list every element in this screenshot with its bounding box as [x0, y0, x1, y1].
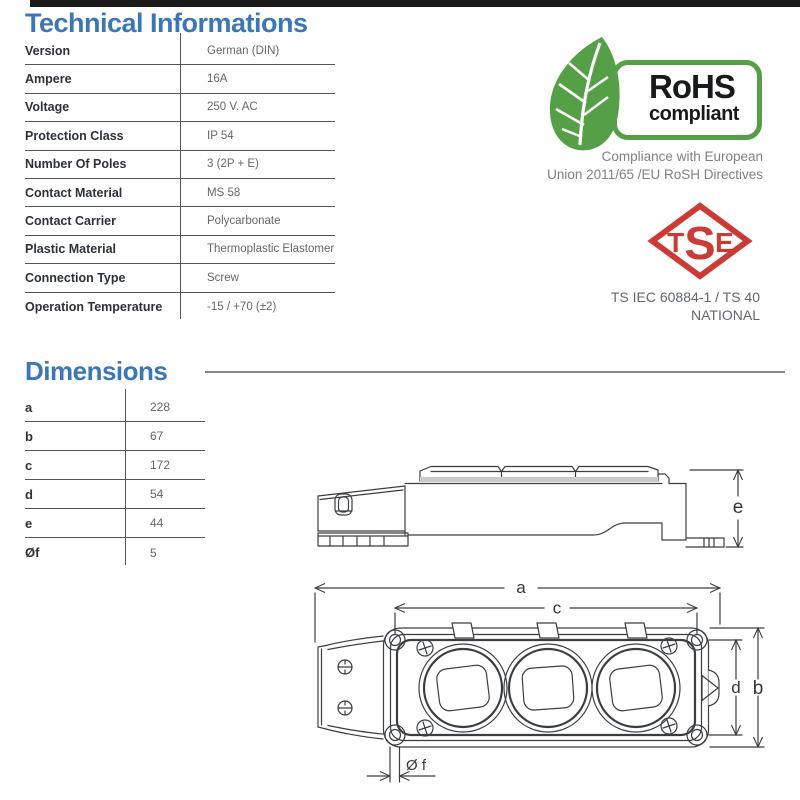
table-row: Version German (DIN) — [25, 37, 335, 66]
table-row: Contact Carrier Polycarbonate — [25, 207, 335, 236]
spec-label: Voltage — [25, 100, 70, 115]
spec-value: 250 V. AC — [207, 101, 258, 114]
table-row: Number Of Poles 3 (2P + E) — [25, 151, 335, 179]
dim-label: a — [25, 399, 33, 415]
table-row: Contact Material MS 58 — [25, 179, 335, 208]
dimensions-table: a 228 b 67 c 172 d 54 e 44 Øf 5 — [25, 389, 205, 567]
table-row: Øf 5 — [25, 538, 205, 567]
tse-letter-s: S — [684, 217, 715, 269]
dim-label: c — [25, 457, 33, 473]
tse-caption-line1: TS IEC 60884-1 / TS 40 — [610, 289, 760, 305]
spec-label: Protection Class — [25, 128, 124, 143]
spec-value: MS 58 — [207, 186, 241, 199]
table-row: e 44 — [25, 509, 205, 538]
table-row: Plastic Material Thermoplastic Elastomer — [25, 236, 335, 265]
technical-informations-title: Technical Informations — [25, 8, 308, 38]
spec-value: 16A — [207, 73, 228, 86]
tse-caption-line2: NATIONAL — [691, 307, 760, 323]
tse-certification-icon: T S E — [647, 202, 753, 280]
table-row: Operation Temperature -15 / +70 (±2) — [25, 293, 335, 321]
table-row: Voltage 250 V. AC — [25, 94, 335, 123]
spec-value: -15 / +70 (±2) — [207, 300, 277, 313]
dim-value: 44 — [150, 516, 164, 530]
dimensions-title: Dimensions — [25, 356, 168, 386]
spec-value: Screw — [207, 271, 239, 284]
rohs-leaf-icon — [546, 34, 624, 154]
spec-label: Connection Type — [25, 270, 126, 285]
rohs-caption-line1: Compliance with European — [601, 149, 763, 164]
dimension-label-e: e — [733, 497, 744, 518]
side-view-drawing: e — [317, 465, 744, 560]
spec-label: Ampere — [25, 72, 72, 87]
dimension-label-a: a — [516, 580, 526, 597]
dimension-label-c: c — [553, 599, 562, 618]
spec-value: Thermoplastic Elastomer — [207, 243, 335, 256]
spec-label: Version — [25, 43, 71, 58]
dim-label: Øf — [25, 545, 40, 560]
tse-caption: TS IEC 60884-1 / TS 40 NATIONAL — [500, 288, 760, 324]
rohs-caption-line2: Union 2011/65 /EU RoSH Directives — [547, 167, 763, 182]
dim-label: b — [25, 428, 33, 444]
dim-value: 54 — [150, 487, 164, 501]
spec-label: Contact Material — [25, 185, 123, 200]
rohs-compliant-badge: RoHS compliant — [612, 60, 762, 140]
tse-letter-t: T — [667, 227, 684, 258]
table-row: d 54 — [25, 480, 205, 509]
spec-label: Number Of Poles — [25, 157, 127, 172]
dimension-label-f: Ø f — [406, 757, 427, 774]
dim-value: 67 — [150, 429, 164, 443]
rohs-subtitle: compliant — [649, 103, 739, 125]
spec-value: Polycarbonate — [207, 215, 281, 228]
spec-label: Plastic Material — [25, 242, 117, 257]
spec-value: German (DIN) — [207, 44, 280, 57]
rohs-caption: Compliance with European Union 2011/65 /… — [500, 148, 763, 184]
spec-value: 3 (2P + E) — [207, 158, 259, 171]
dim-label: e — [25, 515, 33, 531]
top-black-bar — [30, 0, 800, 7]
dim-label: d — [25, 486, 33, 502]
spec-label: Operation Temperature — [25, 299, 163, 314]
spec-value: IP 54 — [207, 129, 234, 142]
top-view-drawing: a c d b Ø f — [305, 580, 765, 783]
dimension-label-d: d — [731, 678, 740, 697]
table-row: Connection Type Screw — [25, 264, 335, 293]
spec-label: Contact Carrier — [25, 214, 116, 229]
tse-letter-e: E — [715, 227, 734, 258]
table-row: c 172 — [25, 451, 205, 480]
table-row: Protection Class IP 54 — [25, 122, 335, 151]
rohs-title: RoHS — [649, 68, 736, 105]
table-row: b 67 — [25, 422, 205, 451]
table-row: a 228 — [25, 393, 205, 422]
table-row: Ampere 16A — [25, 65, 335, 94]
technical-specs-table: Version German (DIN) Ampere 16A Voltage … — [25, 33, 335, 321]
dim-value: 172 — [150, 458, 171, 472]
dim-value: 5 — [150, 545, 157, 560]
dimensions-rule — [205, 371, 785, 373]
dimension-label-b: b — [753, 678, 764, 699]
dim-value: 228 — [150, 400, 171, 414]
